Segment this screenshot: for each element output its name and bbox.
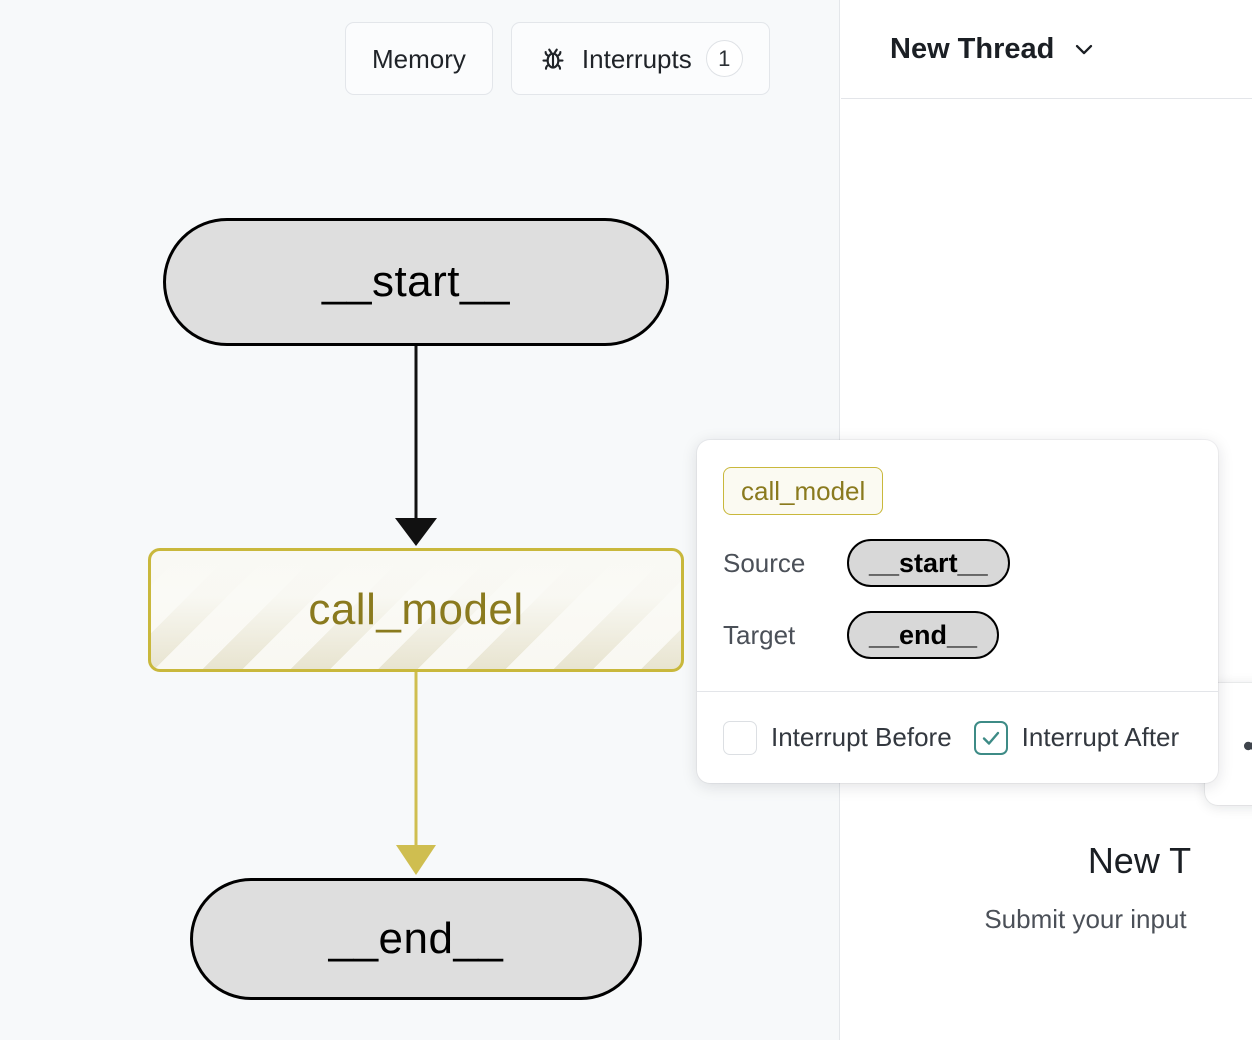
memory-button[interactable]: Memory bbox=[345, 22, 493, 95]
share-nodes-icon bbox=[1239, 729, 1252, 763]
graph-node-call-model-label: call_model bbox=[308, 585, 524, 634]
popover-target-label: Target bbox=[723, 619, 796, 650]
popover-source-value[interactable]: __start__ bbox=[847, 539, 1010, 587]
thread-title: New Thread bbox=[890, 32, 1055, 65]
popover-footer: Interrupt Before Interrupt After bbox=[697, 691, 1218, 783]
popover-node-chip[interactable]: call_model bbox=[723, 467, 884, 515]
interrupts-count-badge: 1 bbox=[705, 40, 743, 77]
checkbox-unchecked-icon[interactable] bbox=[723, 720, 757, 755]
thread-header: New Thread bbox=[841, 0, 1252, 99]
thread-empty-title: New T bbox=[1087, 840, 1192, 881]
interrupts-button[interactable]: Interrupts 1 bbox=[510, 22, 770, 95]
interrupt-after-label: Interrupt After bbox=[1021, 722, 1180, 752]
chevron-down-icon bbox=[1070, 35, 1098, 63]
thread-selector[interactable]: New Thread bbox=[890, 33, 1098, 66]
interrupt-before-label: Interrupt Before bbox=[771, 722, 952, 752]
checkbox-checked-icon[interactable] bbox=[973, 720, 1008, 755]
interrupts-button-label: Interrupts bbox=[581, 43, 692, 74]
popover-source-label: Source bbox=[723, 547, 806, 578]
interrupt-after-checkbox[interactable]: Interrupt After bbox=[973, 720, 1180, 755]
graph-node-end-label: __end__ bbox=[328, 914, 504, 963]
node-detail-popover: call_model Source __start__ Target __end… bbox=[697, 440, 1218, 783]
graph-node-end[interactable]: __end__ bbox=[190, 878, 642, 1000]
thread-empty-state: New T Submit your input bbox=[841, 840, 1252, 935]
graph-node-start-label: __start__ bbox=[322, 257, 510, 306]
popover-body: call_model Source __start__ Target __end… bbox=[697, 440, 1218, 691]
interrupt-before-checkbox[interactable]: Interrupt Before bbox=[723, 720, 952, 755]
thread-empty-subtitle: Submit your input bbox=[984, 904, 1187, 934]
popover-target-row: Target __end__ bbox=[723, 611, 1192, 659]
memory-button-label: Memory bbox=[372, 43, 466, 74]
popover-source-row: Source __start__ bbox=[723, 539, 1192, 587]
popover-target-value[interactable]: __end__ bbox=[847, 611, 1000, 659]
graph-node-start[interactable]: __start__ bbox=[163, 218, 669, 346]
graph-toolbar: Memory Interrupts 1 bbox=[345, 22, 770, 95]
bug-icon bbox=[538, 44, 568, 74]
graph-node-call-model[interactable]: call_model bbox=[148, 548, 684, 672]
